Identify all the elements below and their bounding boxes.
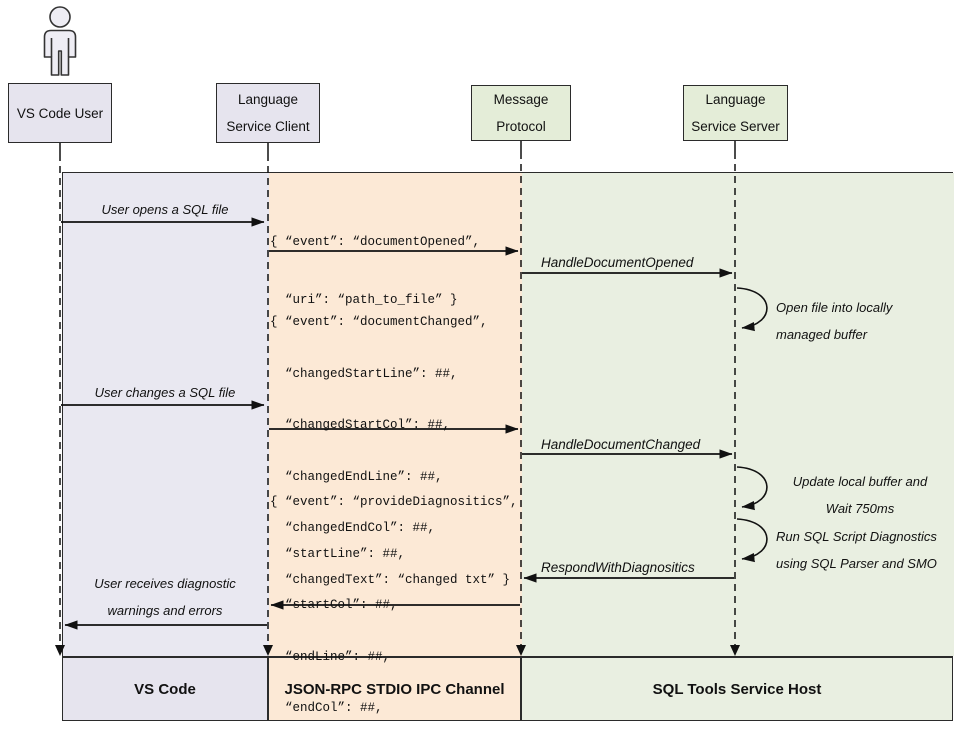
actor-body — [43, 29, 77, 76]
label-user-receives: User receives diagnostic warnings and er… — [94, 576, 236, 618]
loop-update-buffer — [736, 466, 768, 511]
label-loop-update-buffer: Update local buffer and Wait 750ms — [792, 474, 928, 516]
participant-label: Service Client — [226, 119, 310, 134]
footer-label: SQL Tools Service Host — [652, 680, 822, 698]
actor-head — [49, 6, 71, 28]
label-user-changes: User changes a SQL file — [94, 385, 236, 400]
message-arrows — [61, 217, 734, 630]
participant-box-vs-code-user: VS Code User — [8, 83, 112, 143]
participant-box-language-service-server: Language Service Server — [683, 85, 788, 141]
participant-label: Protocol — [496, 119, 546, 134]
swimlane-bands — [62, 172, 954, 657]
participant-label: Language — [705, 92, 766, 107]
participant-box-language-service-client: Language Service Client — [216, 83, 320, 143]
loop-open-file — [736, 287, 768, 332]
json-message-document-changed: { “event”: “documentChanged”, “changedSt… — [270, 315, 511, 587]
participant-label: Service Server — [691, 119, 780, 134]
label-user-opens: User opens a SQL file — [101, 202, 229, 217]
user-actor-icon — [43, 6, 77, 76]
lifeline-end-arrows — [55, 645, 740, 656]
participant-box-message-protocol: Message Protocol — [471, 85, 571, 141]
label-respond-with-diagnostics: RespondWithDiagnositics — [541, 560, 695, 575]
participant-label: Message — [493, 92, 549, 107]
json-message-document-opened: { “event”: “documentOpened”, “uri”: “pat… — [270, 235, 481, 307]
lifelines — [59, 141, 736, 650]
label-loop-open-file: Open file into locally managed buffer — [776, 300, 893, 342]
footer-label: VS Code — [134, 680, 196, 698]
footer-label: JSON-RPC STDIO IPC Channel — [284, 680, 505, 698]
participant-label: VS Code User — [16, 105, 104, 121]
json-message-provide-diagnostics: { “event”: “provideDiagnositics”, “start… — [270, 495, 518, 716]
footer-box-vs-code: VS Code — [62, 657, 268, 721]
label-loop-run-diagnostics: Run SQL Script Diagnostics using SQL Par… — [776, 529, 937, 571]
self-loops — [736, 287, 768, 563]
label-handle-document-changed: HandleDocumentChanged — [541, 437, 701, 452]
loop-run-diagnostics — [736, 518, 768, 563]
footer-box-json-rpc-channel: JSON-RPC STDIO IPC Channel — [268, 657, 521, 721]
label-handle-document-opened: HandleDocumentOpened — [541, 255, 694, 270]
participant-label: Language — [237, 92, 299, 107]
vscode-lane — [63, 173, 269, 656]
ipc-channel-lane — [269, 173, 522, 656]
service-host-lane — [522, 173, 954, 656]
footer-box-sql-tools-service-host: SQL Tools Service Host — [521, 657, 953, 721]
